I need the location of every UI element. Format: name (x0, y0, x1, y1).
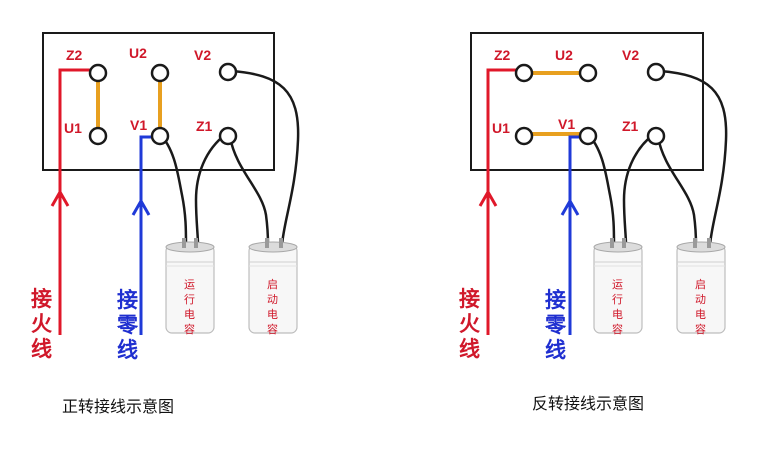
terminal-z2 (514, 63, 534, 83)
start-cap-char-2: 动 (267, 293, 278, 306)
terminal-u1 (88, 126, 108, 146)
neutral-wire-arrow (131, 197, 151, 216)
terminal-z1 (646, 126, 666, 146)
neutral-wire-char-2: 零 (544, 313, 567, 337)
start-cap-char-2: 动 (695, 293, 706, 306)
label-z1: Z1 (196, 118, 213, 134)
run-cap-char-2: 行 (184, 293, 195, 306)
live-wire (58, 68, 96, 335)
start-cap-char-1: 启 (267, 278, 278, 291)
forward-caption: 正转接线示意图 (62, 397, 174, 416)
label-v1: V1 (130, 117, 147, 133)
forward-diagram: Z2 U2 V2 U1 V1 Z1 运 行 电 容 启 动 (31, 32, 300, 416)
live-wire-arrow (50, 188, 70, 207)
start-cap-char-4: 容 (267, 322, 278, 336)
terminal-box (470, 32, 704, 171)
wire-v1-run-cap (159, 133, 188, 246)
live-wire-char-2: 火 (459, 312, 480, 336)
start-cap-char-1: 启 (695, 278, 706, 291)
neutral-wire-char-2: 零 (116, 313, 139, 337)
start-capacitor: 启 动 电 容 (676, 238, 726, 336)
live-wire-char-1: 接 (459, 287, 480, 311)
wire-v1-run-cap (587, 133, 616, 246)
start-cap-char-4: 容 (695, 322, 706, 336)
neutral-wire-arrow (560, 197, 580, 216)
reverse-diagram: Z2 U2 V2 U1 V1 Z1 运 行 电 容 启 动 (459, 32, 728, 413)
start-cap-char-3: 电 (267, 308, 278, 321)
run-cap-char-4: 容 (612, 322, 623, 336)
neutral-wire-char-3: 线 (545, 338, 566, 362)
live-wire (486, 68, 522, 335)
reverse-caption: 反转接线示意图 (532, 394, 644, 413)
start-capacitor: 启 动 电 容 (248, 238, 298, 336)
neutral-wire-char-1: 接 (545, 288, 566, 312)
wire-v2-start-cap (659, 69, 728, 246)
label-z2: Z2 (66, 47, 83, 63)
live-wire-char-3: 线 (31, 337, 52, 361)
terminal-u1 (514, 126, 534, 146)
label-v2: V2 (194, 47, 211, 63)
label-z2: Z2 (494, 47, 511, 63)
run-cap-char-3: 电 (184, 308, 195, 321)
live-wire-char-2: 火 (31, 312, 52, 336)
terminal-z2 (88, 63, 108, 83)
neutral-wire-char-3: 线 (117, 338, 138, 362)
terminal-v1 (150, 126, 170, 146)
wire-v2-start-cap (231, 69, 300, 246)
run-cap-char-4: 容 (184, 322, 195, 336)
run-capacitor: 运 行 电 容 (165, 238, 215, 336)
label-u1: U1 (64, 120, 82, 136)
run-cap-char-3: 电 (612, 308, 623, 321)
label-u2: U2 (129, 45, 147, 61)
wire-z1-run-cap (194, 133, 227, 246)
label-z1: Z1 (622, 118, 639, 134)
terminal-v2 (646, 62, 666, 82)
run-capacitor: 运 行 电 容 (593, 238, 643, 336)
label-u1: U1 (492, 120, 510, 136)
live-wire-char-1: 接 (31, 287, 52, 311)
terminal-v1 (578, 126, 598, 146)
terminal-u2 (578, 63, 598, 83)
terminal-v2 (218, 62, 238, 82)
label-u2: U2 (555, 47, 573, 63)
terminal-z1 (218, 126, 238, 146)
wire-z1-run-cap (622, 133, 655, 246)
live-wire-arrow (478, 188, 498, 207)
live-wire-char-3: 线 (459, 337, 480, 361)
run-cap-char-1: 运 (612, 278, 623, 291)
start-cap-char-3: 电 (695, 308, 706, 321)
run-cap-char-1: 运 (184, 278, 195, 291)
run-cap-char-2: 行 (612, 293, 623, 306)
terminal-u2 (150, 63, 170, 83)
label-v2: V2 (622, 47, 639, 63)
label-v1: V1 (558, 116, 575, 132)
neutral-wire-char-1: 接 (117, 288, 138, 312)
